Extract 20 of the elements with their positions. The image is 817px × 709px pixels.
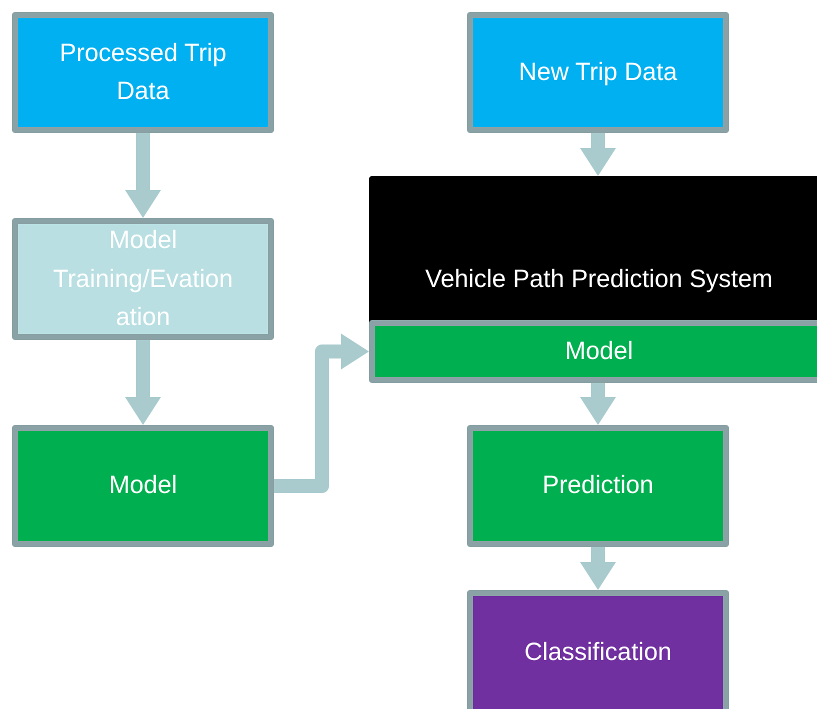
node-label: Vehicle Path Prediction System (424, 264, 774, 295)
node-label: Model (108, 470, 178, 502)
process-box (369, 320, 817, 383)
arrow (125, 133, 161, 218)
node-label: Model (564, 336, 634, 367)
node-label: New Trip Data (518, 56, 678, 88)
arrow (580, 547, 616, 590)
node-label: Classification (523, 636, 673, 668)
arrow (125, 340, 161, 425)
arrow (580, 383, 616, 425)
process-box (467, 425, 729, 547)
node-label: Processed Trip Data (58, 38, 228, 106)
process-box (12, 218, 274, 340)
arrow (580, 133, 616, 176)
node-label: Model Training/Evation ation (52, 224, 234, 334)
input-box (12, 12, 274, 133)
input-box (467, 12, 729, 133)
output-box (467, 590, 729, 709)
node-label: Prediction (541, 470, 655, 502)
process-box (12, 425, 274, 547)
